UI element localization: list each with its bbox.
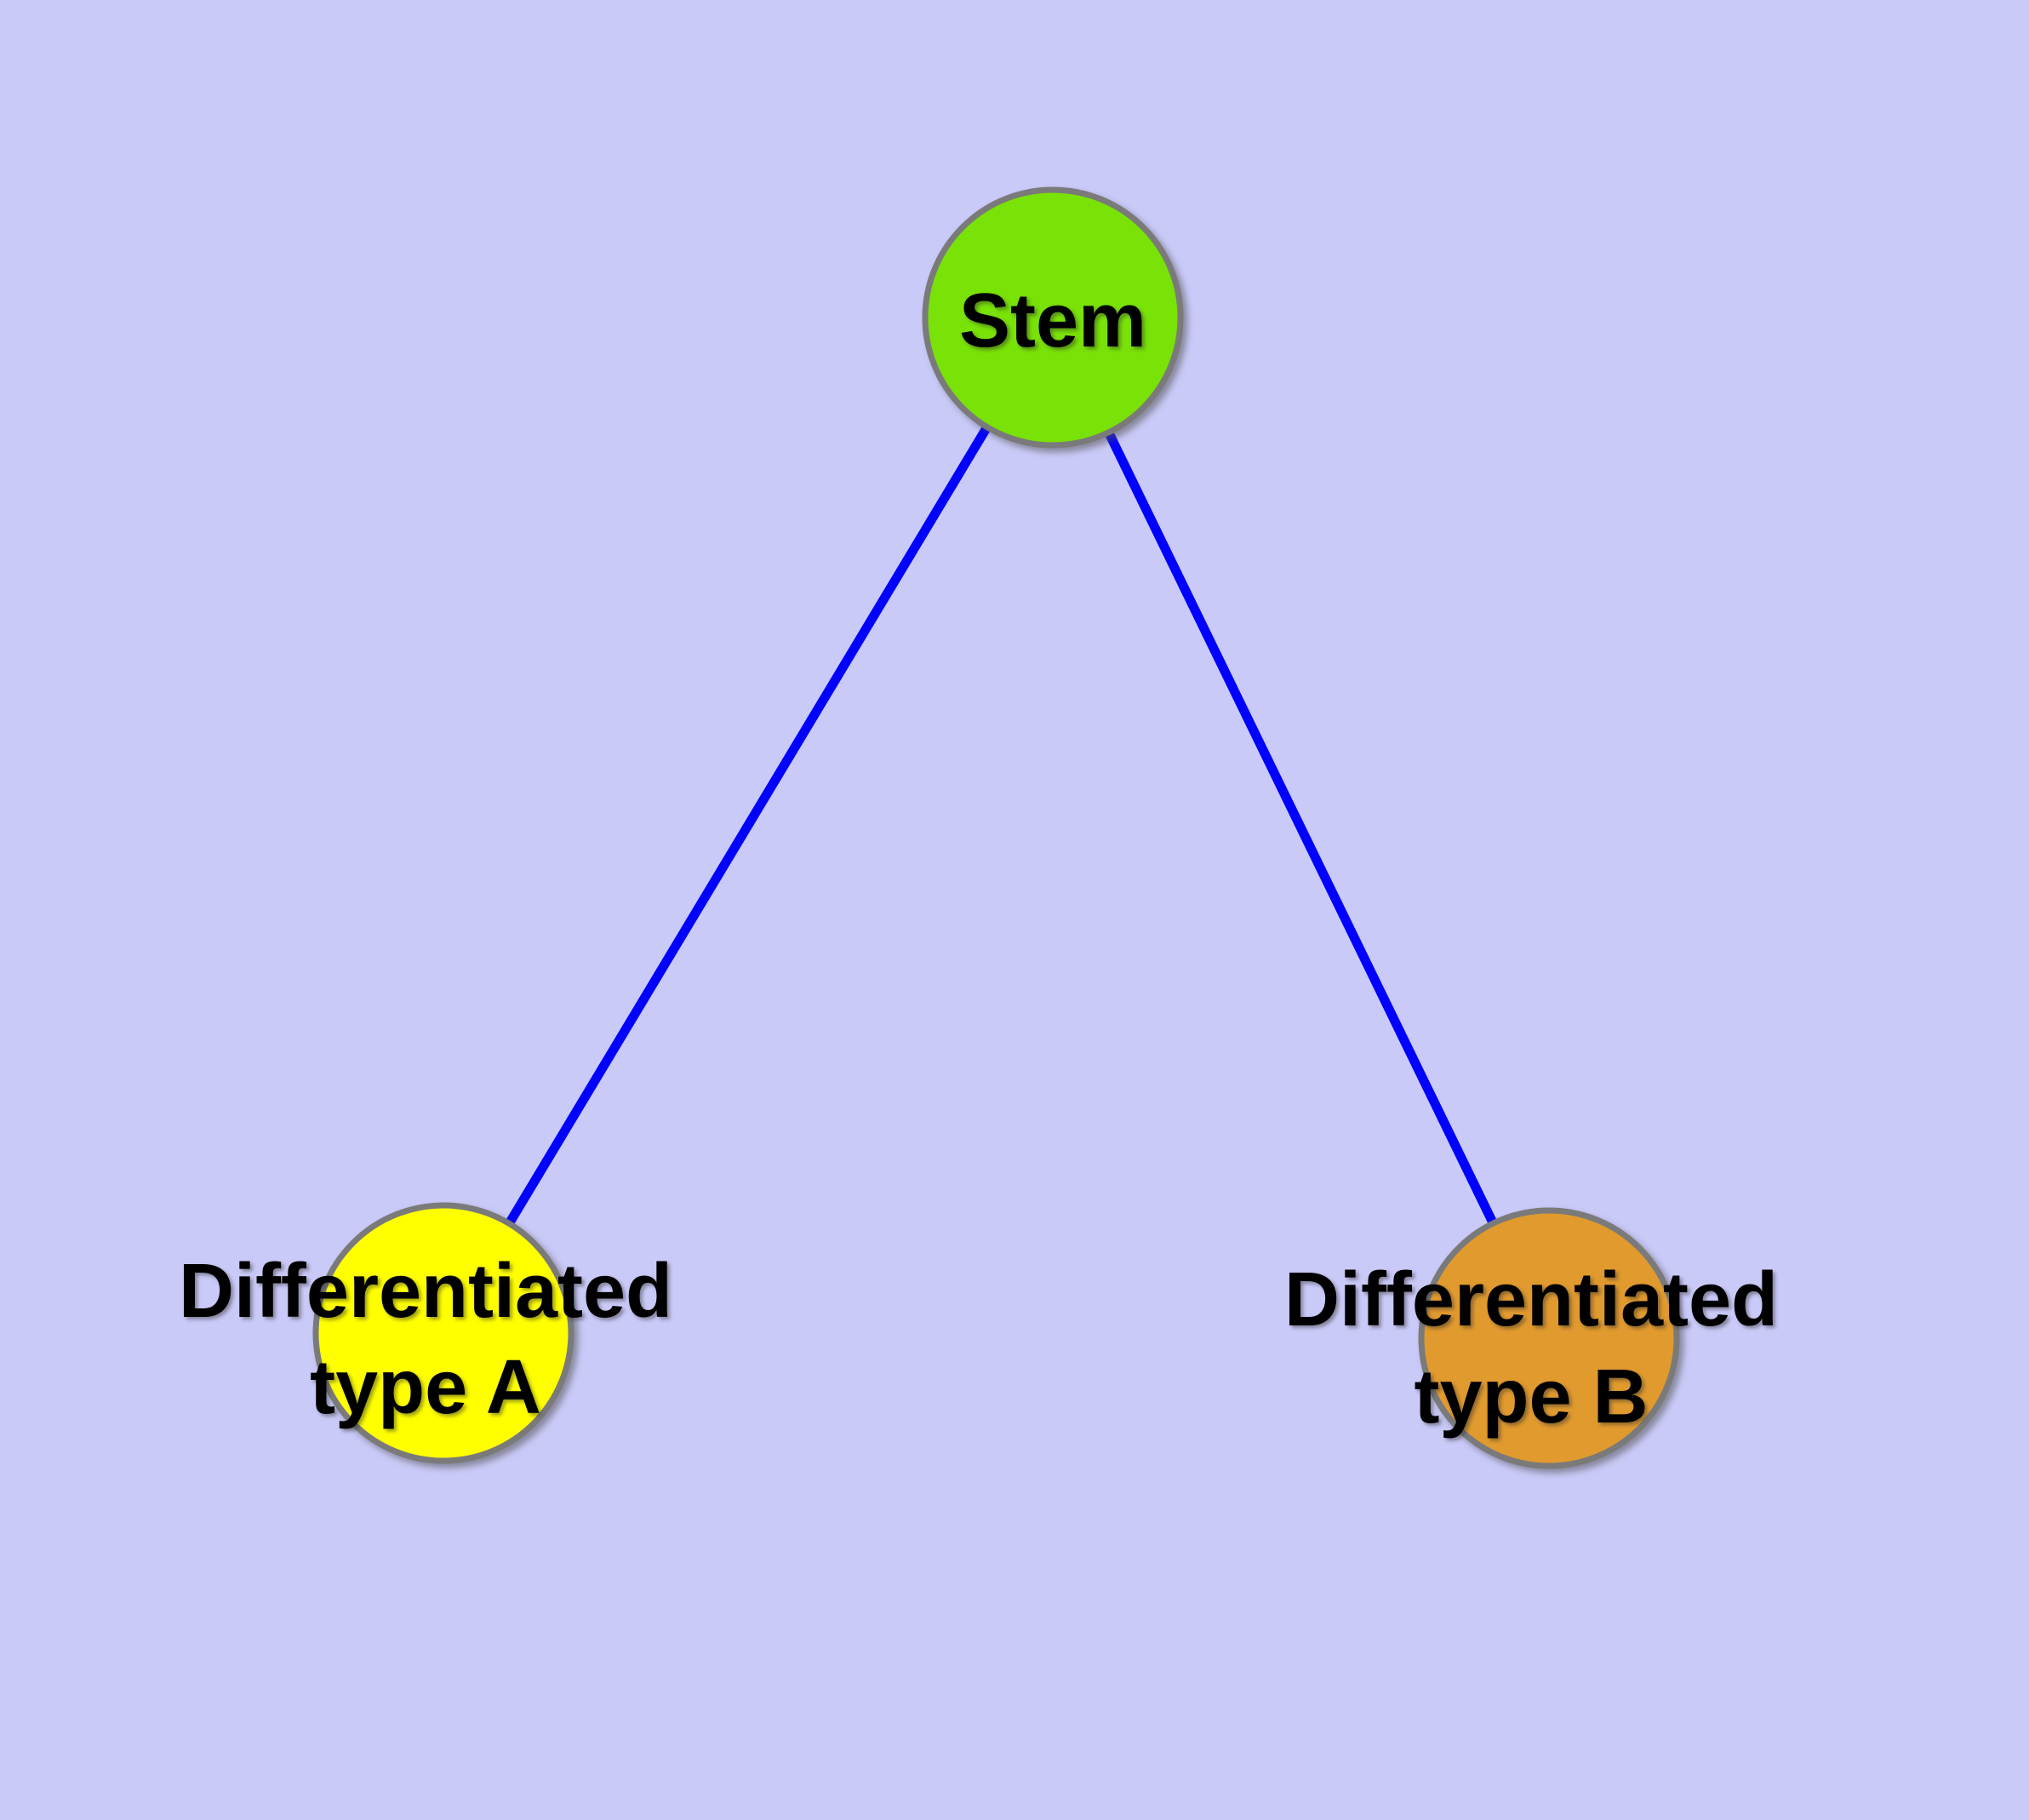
node-type-a-circle <box>312 1202 574 1464</box>
node-type-a-label-line1: Differentiated <box>179 1249 672 1334</box>
node-stem-label: Stem <box>959 278 1146 363</box>
edge-stem-to-type-b <box>1049 315 1553 1341</box>
node-type-b-label-line1: Differentiated <box>1284 1257 1778 1342</box>
node-type-b-circle <box>1418 1207 1680 1469</box>
node-group <box>312 186 1680 1469</box>
node-type-a-label-line2: type A <box>310 1345 541 1430</box>
edge-group <box>439 315 1553 1341</box>
node-type-b-label-line2: type B <box>1414 1354 1648 1439</box>
edge-stem-to-type-a <box>439 315 1057 1336</box>
node-stem-circle <box>922 186 1184 449</box>
node-label-group: Stem Differentiated type A Differentiate… <box>179 278 1778 1439</box>
